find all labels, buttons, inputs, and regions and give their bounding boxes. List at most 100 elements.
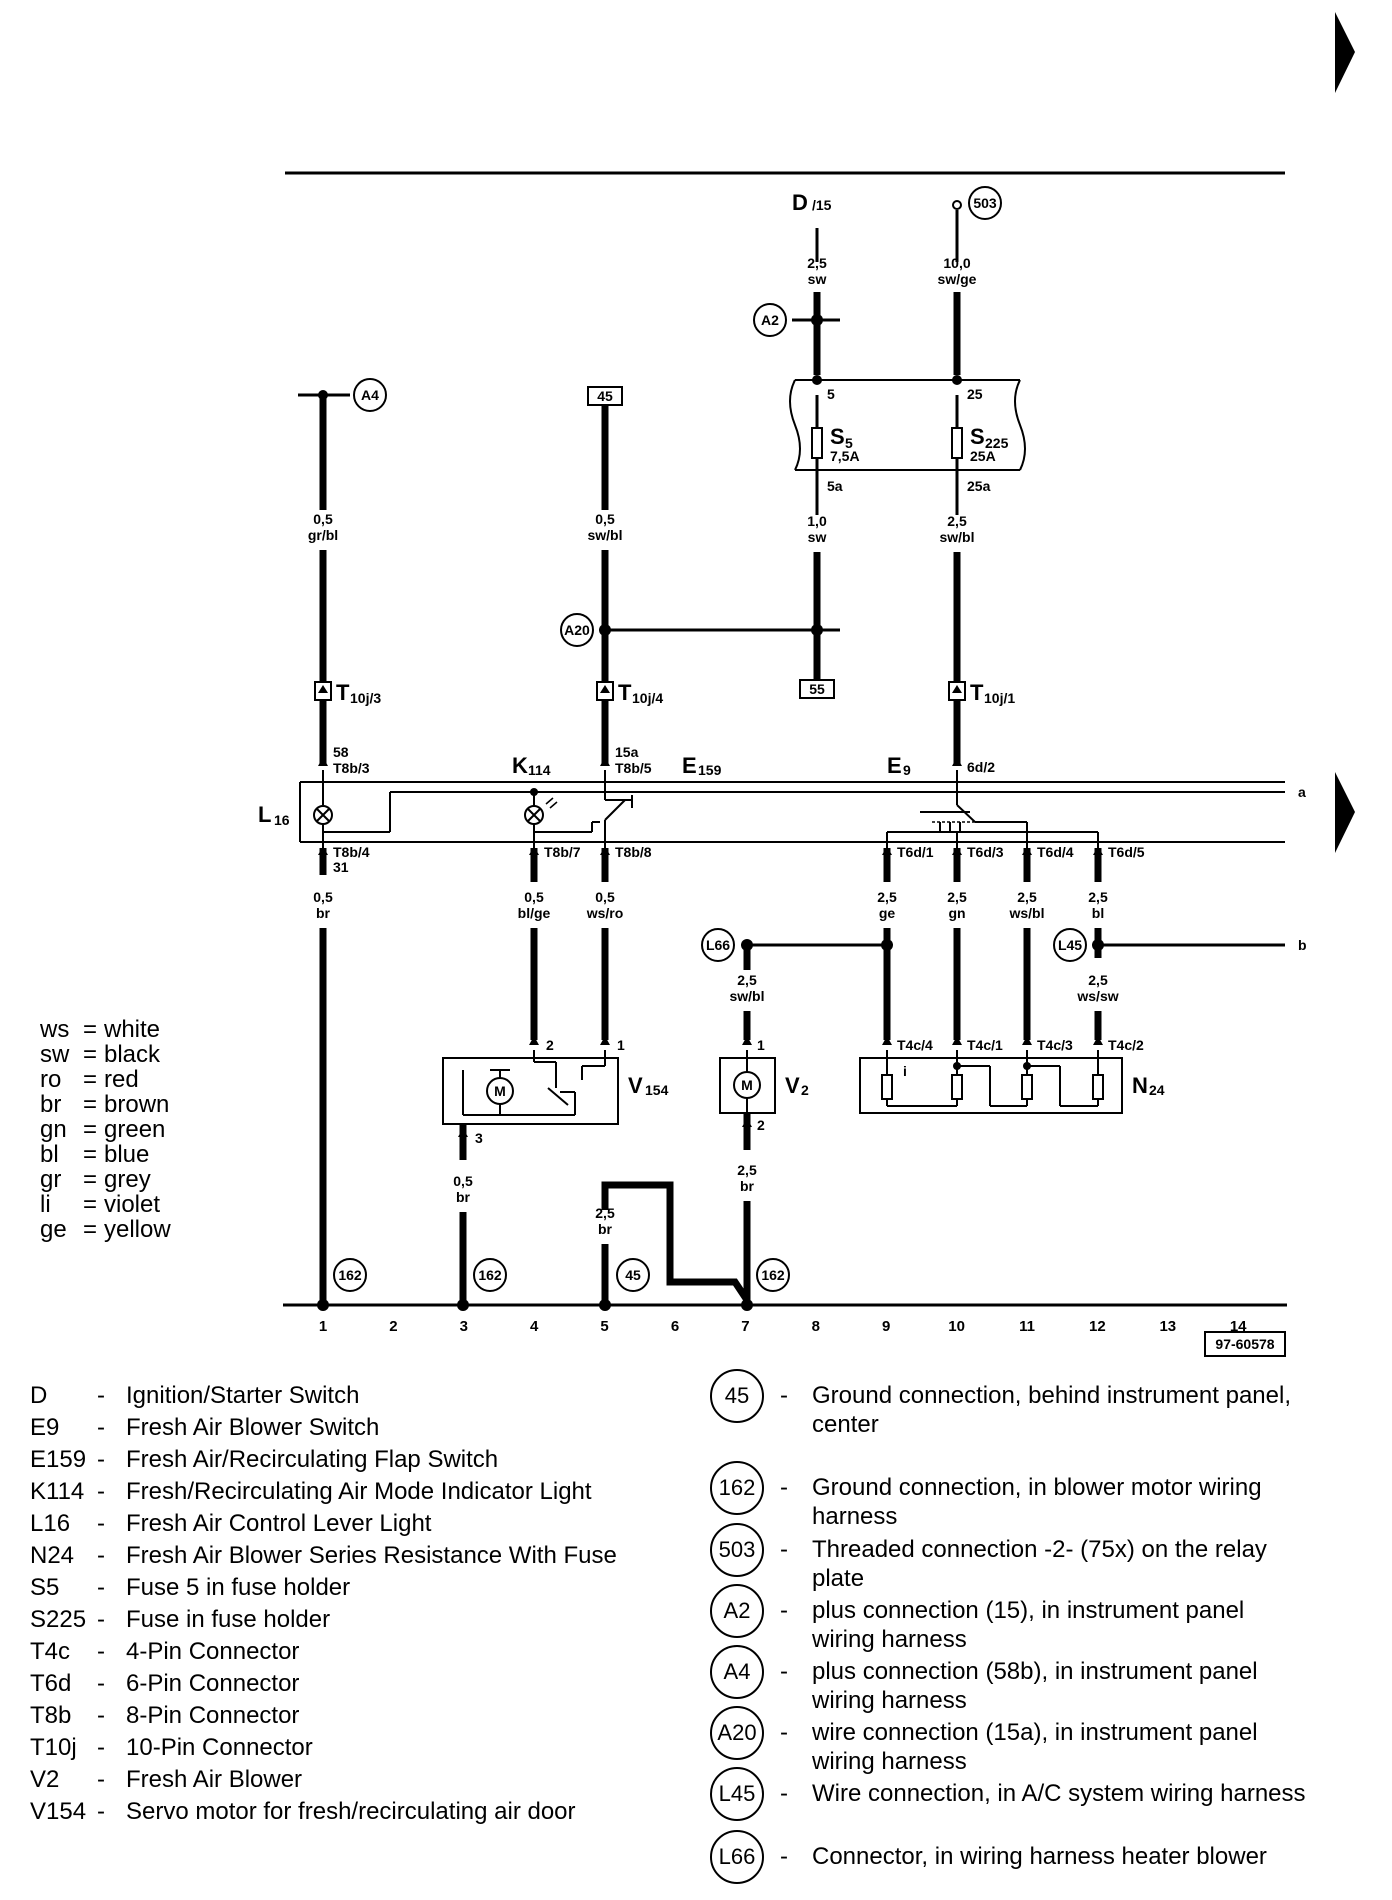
- continuation-arrow-right: [1335, 772, 1355, 853]
- svg-text:bl: bl: [1092, 905, 1104, 921]
- color-code: li: [40, 1191, 51, 1218]
- color-name: blue: [104, 1141, 150, 1168]
- legend-description: Fresh Air Control Lever Light: [126, 1510, 432, 1537]
- color-key-row: sw=black: [40, 1041, 161, 1068]
- color-key-row: li=violet: [40, 1191, 161, 1218]
- svg-text:M: M: [494, 1083, 506, 1099]
- color-key-row: bl=blue: [40, 1141, 150, 1168]
- svg-text:0,5: 0,5: [595, 511, 615, 527]
- connection-description: Ground connection, in blower motor wirin…: [812, 1474, 1262, 1501]
- column-number: 13: [1159, 1318, 1176, 1335]
- legend-description: 4-Pin Connector: [126, 1638, 300, 1665]
- svg-text:gr/bl: gr/bl: [308, 527, 338, 543]
- svg-text:i: i: [903, 1063, 907, 1079]
- legend-description: 8-Pin Connector: [126, 1702, 300, 1729]
- svg-text:ws/sw: ws/sw: [1076, 988, 1118, 1004]
- ref-box-55: [799, 679, 835, 699]
- connection-description-cont: wiring harness: [812, 1748, 967, 1775]
- svg-text:3: 3: [475, 1130, 483, 1146]
- svg-text:T6d/1: T6d/1: [897, 844, 934, 860]
- next-page-arrow-top[interactable]: [1335, 12, 1355, 93]
- legend-key: T6d: [30, 1670, 72, 1697]
- connection-description-cont: plate: [812, 1565, 865, 1592]
- legend-key: D: [30, 1382, 48, 1409]
- legend-description: Fresh Air Blower Switch: [126, 1414, 380, 1441]
- connection-description: plus connection (58b), in instrument pan…: [812, 1658, 1258, 1685]
- connection-symbol: L66: [710, 1830, 764, 1884]
- connector-t10j-1: T 10j/1: [948, 680, 1015, 706]
- svg-text:1: 1: [757, 1037, 765, 1053]
- servo-motor-v154: M: [442, 1050, 619, 1140]
- svg-text:0,5: 0,5: [313, 889, 333, 905]
- column-number: 2: [389, 1318, 397, 1335]
- svg-text:10j/4: 10j/4: [632, 690, 663, 706]
- connector-a4: A4: [353, 378, 387, 412]
- svg-text:503: 503: [973, 195, 997, 211]
- n24-label: N: [1132, 1073, 1148, 1098]
- svg-text:T: T: [336, 680, 350, 705]
- terminal-503: 503: [968, 186, 1002, 220]
- blower-v2: M: [719, 1050, 776, 1114]
- legend-key: S225: [30, 1606, 87, 1633]
- svg-text:T6d/4: T6d/4: [1037, 844, 1074, 860]
- svg-text:45: 45: [625, 1267, 641, 1283]
- color-key-row: ge=yellow: [40, 1216, 171, 1243]
- k114-label: K: [512, 753, 528, 778]
- svg-text:162: 162: [761, 1267, 785, 1283]
- svg-text:2: 2: [801, 1082, 809, 1098]
- color-name: brown: [104, 1091, 170, 1118]
- svg-text:A2: A2: [761, 312, 779, 328]
- legend-description: Fuse in fuse holder: [126, 1606, 331, 1633]
- svg-text:T8b/8: T8b/8: [615, 844, 652, 860]
- color-key-row: gr=grey: [40, 1166, 151, 1193]
- connector-t10j-4: T 10j/4: [596, 680, 663, 706]
- svg-text:ws/ro: ws/ro: [586, 905, 624, 921]
- svg-text:1,0: 1,0: [807, 513, 827, 529]
- svg-text:2,5: 2,5: [947, 513, 967, 529]
- connection-symbol: L45: [710, 1767, 764, 1821]
- legend-description: 6-Pin Connector: [126, 1670, 300, 1697]
- svg-text:2,5: 2,5: [807, 255, 827, 271]
- ground-162-col1: 162: [333, 1258, 367, 1292]
- fuse-s5: S 5 7,5A: [811, 424, 860, 464]
- svg-text:0,5: 0,5: [524, 889, 544, 905]
- svg-text:7,5A: 7,5A: [830, 448, 860, 464]
- svg-text:58: 58: [333, 744, 349, 760]
- color-name: green: [104, 1116, 166, 1143]
- svg-text:T: T: [970, 680, 984, 705]
- svg-text:162: 162: [338, 1267, 362, 1283]
- svg-text:sw: sw: [808, 529, 827, 545]
- legend-description: 10-Pin Connector: [126, 1734, 313, 1761]
- svg-text:0,5: 0,5: [453, 1173, 473, 1189]
- column-number: 14: [1230, 1318, 1247, 1335]
- connector-l45: L45: [1053, 928, 1087, 962]
- v2-label: V: [785, 1073, 800, 1098]
- svg-text:24: 24: [1149, 1082, 1165, 1098]
- svg-text:L66: L66: [706, 937, 730, 953]
- svg-text:A4: A4: [361, 387, 379, 403]
- svg-text:br: br: [740, 1178, 755, 1194]
- svg-text:2,5: 2,5: [737, 972, 757, 988]
- legend-key: L16: [30, 1510, 71, 1537]
- svg-text:T6d/3: T6d/3: [967, 844, 1004, 860]
- column-number: 3: [460, 1318, 468, 1335]
- svg-text:sw/bl: sw/bl: [587, 527, 622, 543]
- column-number: 1: [319, 1318, 327, 1335]
- svg-text:T8b/4: T8b/4: [333, 844, 370, 860]
- svg-text:T4c/3: T4c/3: [1037, 1037, 1073, 1053]
- svg-text:T4c/4: T4c/4: [897, 1037, 933, 1053]
- svg-text:31: 31: [333, 859, 349, 875]
- svg-text:bl/ge: bl/ge: [518, 905, 551, 921]
- color-code: ro: [40, 1066, 62, 1093]
- svg-text:M: M: [741, 1077, 753, 1093]
- color-key-row: gn=green: [40, 1116, 166, 1143]
- connection-symbol: A20: [710, 1706, 764, 1760]
- color-code: ge: [40, 1216, 67, 1243]
- legend-key: E9: [30, 1414, 60, 1441]
- color-name: white: [104, 1016, 161, 1043]
- svg-text:10j/3: 10j/3: [350, 690, 381, 706]
- svg-text:55: 55: [809, 681, 825, 697]
- svg-text:ge: ge: [879, 905, 896, 921]
- svg-text:A20: A20: [564, 622, 590, 638]
